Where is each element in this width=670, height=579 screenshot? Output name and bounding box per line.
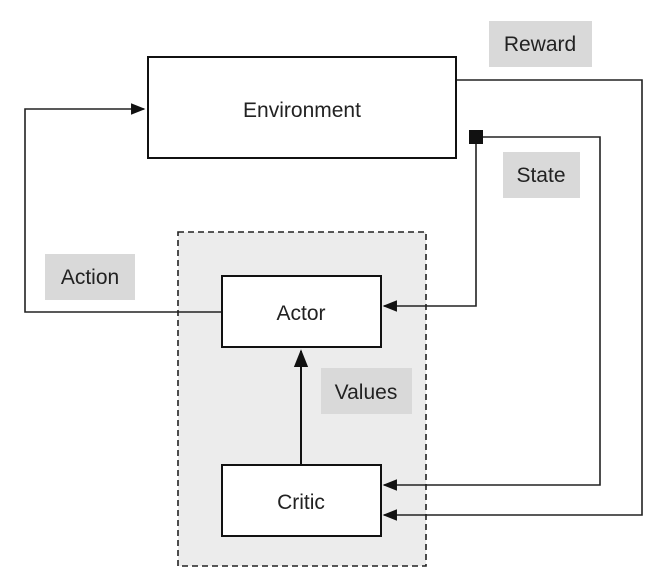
environment-label: Environment	[243, 99, 361, 122]
state-tag-label: State	[516, 164, 565, 187]
reward-tag-box	[489, 21, 592, 67]
values-tag-label: Values	[335, 381, 398, 404]
action-tag-label: Action	[61, 266, 119, 289]
critic-box	[221, 464, 382, 537]
critic-label: Critic	[277, 491, 325, 514]
reward-tag-label: Reward	[504, 33, 576, 56]
values-tag-box	[321, 368, 412, 414]
state-to-critic-connector	[382, 136, 601, 491]
actor-label: Actor	[276, 302, 325, 325]
action-connector	[24, 103, 222, 313]
state-to-actor-connector	[382, 137, 477, 312]
state-junction	[469, 130, 483, 144]
state-tag-box	[503, 152, 580, 198]
action-tag-box	[45, 254, 135, 300]
environment-box	[147, 56, 457, 159]
reward-connector	[382, 79, 643, 521]
actor-box	[221, 275, 382, 348]
